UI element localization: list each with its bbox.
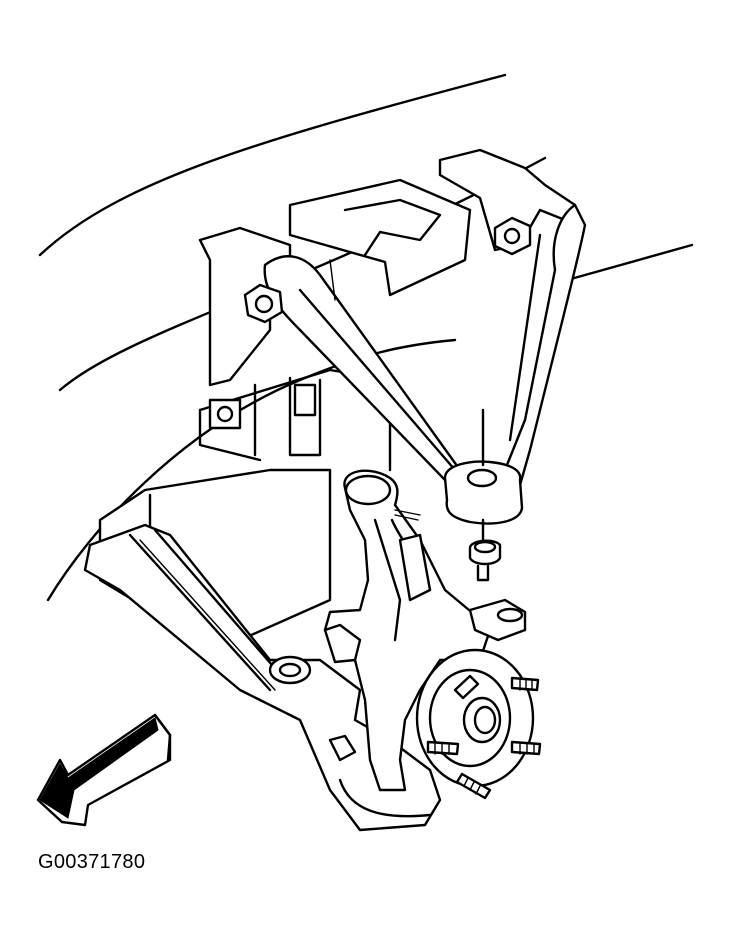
upper-ball-joint [443, 408, 524, 582]
upper-control-arm [243, 203, 587, 502]
figure-id-label: G00371780 [38, 851, 146, 873]
steering-knuckle [323, 469, 527, 792]
wheel-hub [415, 648, 542, 800]
front-arrow-icon [36, 713, 172, 827]
wheel-studs [426, 674, 542, 800]
